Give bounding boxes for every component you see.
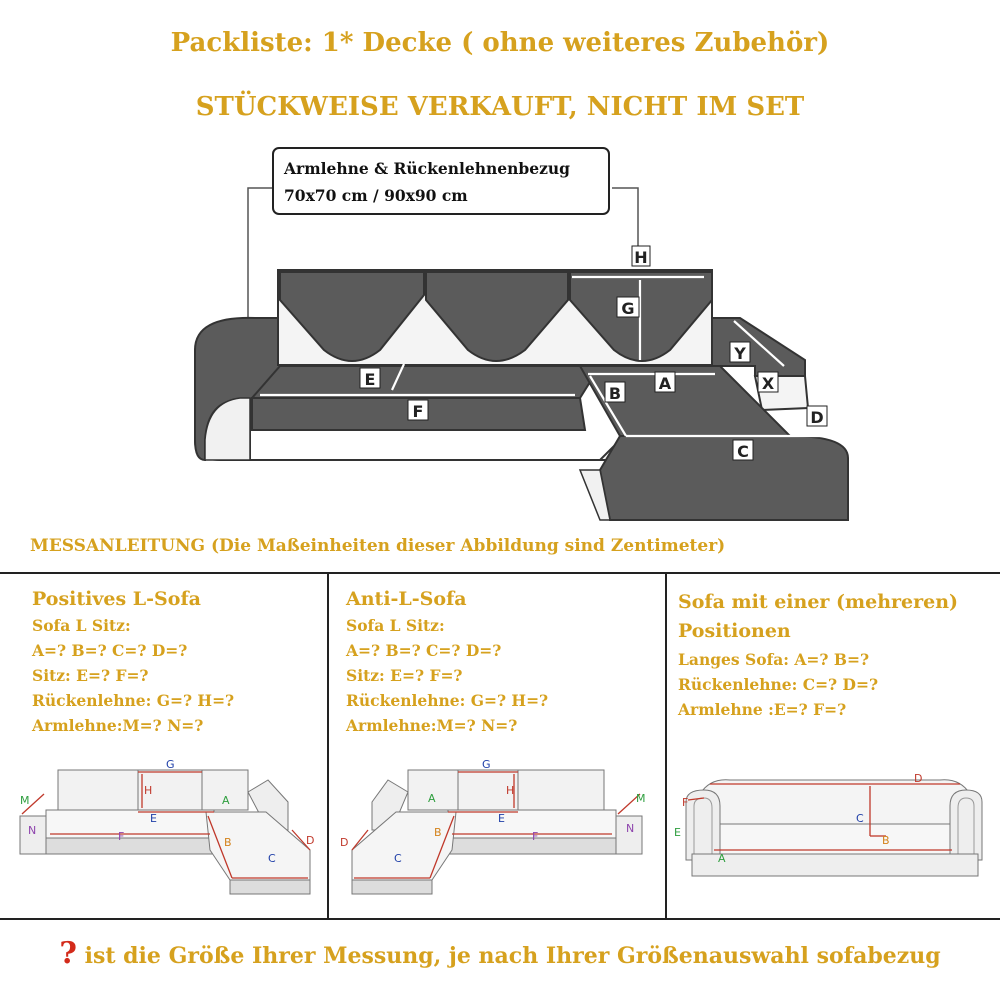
mini-mid-c: C	[394, 852, 402, 865]
hero-label-f: F	[413, 402, 424, 421]
measure-line: Rückenlehne: G=? H=?	[32, 691, 235, 710]
measure-line: Rückenlehne: C=? D=?	[678, 675, 879, 694]
measure-line: A=? B=? C=? D=?	[32, 641, 188, 660]
hero-label-d: D	[810, 408, 823, 427]
mini-left-g: G	[166, 758, 175, 771]
callout-title: Armlehne & Rückenlehnenbezug	[284, 159, 571, 178]
mini-mid-f: F	[532, 830, 538, 843]
callout-sizes: 70x70 cm / 90x90 cm	[284, 186, 468, 205]
measure-line: Rückenlehne: G=? H=?	[346, 691, 549, 710]
mini-mid-n: N	[626, 822, 634, 835]
question-mark-icon: ?	[59, 936, 77, 971]
measure-line: Sofa L Sitz:	[346, 616, 445, 635]
hero-label-h: H	[634, 248, 647, 267]
measure-line: Sitz: E=? F=?	[346, 666, 463, 685]
measure-line: Armlehne:M=? N=?	[346, 716, 518, 735]
mini-right-f: F	[682, 796, 688, 809]
measure-line: Sofa L Sitz:	[32, 616, 131, 635]
hero-label-y: Y	[733, 344, 746, 363]
mini-mid-b: B	[434, 826, 442, 839]
measure-line: A=? B=? C=? D=?	[346, 641, 502, 660]
mini-left-b: B	[224, 836, 232, 849]
footer-note: ? ist die Größe Ihrer Messung, je nach I…	[0, 936, 1000, 971]
column-title: Positives L-Sofa	[32, 588, 201, 610]
sold-individually-title: STÜCKWEISE VERKAUFT, NICHT IM SET	[195, 92, 805, 122]
long-sofa-diagram: D C F E B A	[674, 772, 983, 877]
divider-col-1	[327, 572, 329, 920]
mini-left-h: H	[144, 784, 152, 797]
hero-label-e: E	[365, 370, 376, 389]
mini-mid-h: H	[506, 784, 514, 797]
divider-col-2	[665, 572, 667, 920]
hero-label-b: B	[609, 384, 621, 403]
mini-mid-a: A	[428, 792, 436, 805]
mini-right-c: C	[856, 812, 864, 825]
mini-left-m: M	[20, 794, 30, 807]
mini-left-d: D	[306, 834, 314, 847]
mini-right-d: D	[914, 772, 922, 785]
mini-right-a: A	[718, 852, 726, 865]
mini-left-n: N	[28, 824, 36, 837]
mini-left-a: A	[222, 794, 230, 807]
hero-label-c: C	[737, 442, 749, 461]
mini-mid-e: E	[498, 812, 505, 825]
measure-line: Armlehne :E=? F=?	[678, 700, 847, 719]
mini-right-b: B	[882, 834, 890, 847]
column-multi-seat-sofa: Sofa mit einer (mehreren) Positionen Lan…	[678, 588, 994, 719]
mini-mid-d: D	[340, 836, 348, 849]
divider-top	[0, 572, 1000, 574]
footer-text: ist die Größe Ihrer Messung, je nach Ihr…	[76, 943, 941, 969]
anti-l-sofa-diagram: G H A E F B C D M N	[340, 758, 646, 895]
cover-size-callout: Armlehne & Rückenlehnenbezug 70x70 cm / …	[272, 147, 610, 215]
mini-mid-g: G	[482, 758, 491, 771]
hero-label-a: A	[659, 374, 672, 393]
positive-l-sofa-diagram: G H A M N E F B C D	[19, 758, 314, 895]
hero-label-g: G	[621, 299, 634, 318]
measuring-guide-heading: MESSANLEITUNG (Die Maßeinheiten dieser A…	[30, 536, 726, 556]
l-sofa-illustration: H G E F A B Y X D C	[194, 187, 849, 521]
mini-mid-m: M	[636, 792, 646, 805]
column-title: Sofa mit einer (mehreren) Positionen	[678, 591, 959, 642]
mini-left-e: E	[150, 812, 157, 825]
measure-line: Langes Sofa: A=? B=?	[678, 650, 870, 669]
divider-bottom	[0, 918, 1000, 920]
column-anti-l-sofa: Anti-L-Sofa Sofa L Sitz: A=? B=? C=? D=?…	[346, 588, 548, 735]
mini-left-f: F	[118, 830, 124, 843]
mini-right-e: E	[674, 826, 681, 839]
packing-list-title: Packliste: 1* Decke ( ohne weiteres Zube…	[170, 28, 830, 58]
hero-label-x: X	[762, 374, 775, 393]
column-positive-l-sofa: Positives L-Sofa Sofa L Sitz: A=? B=? C=…	[32, 588, 234, 735]
measure-line: Sitz: E=? F=?	[32, 666, 149, 685]
measure-line: Armlehne:M=? N=?	[32, 716, 204, 735]
column-title: Anti-L-Sofa	[346, 588, 467, 610]
mini-left-c: C	[268, 852, 276, 865]
